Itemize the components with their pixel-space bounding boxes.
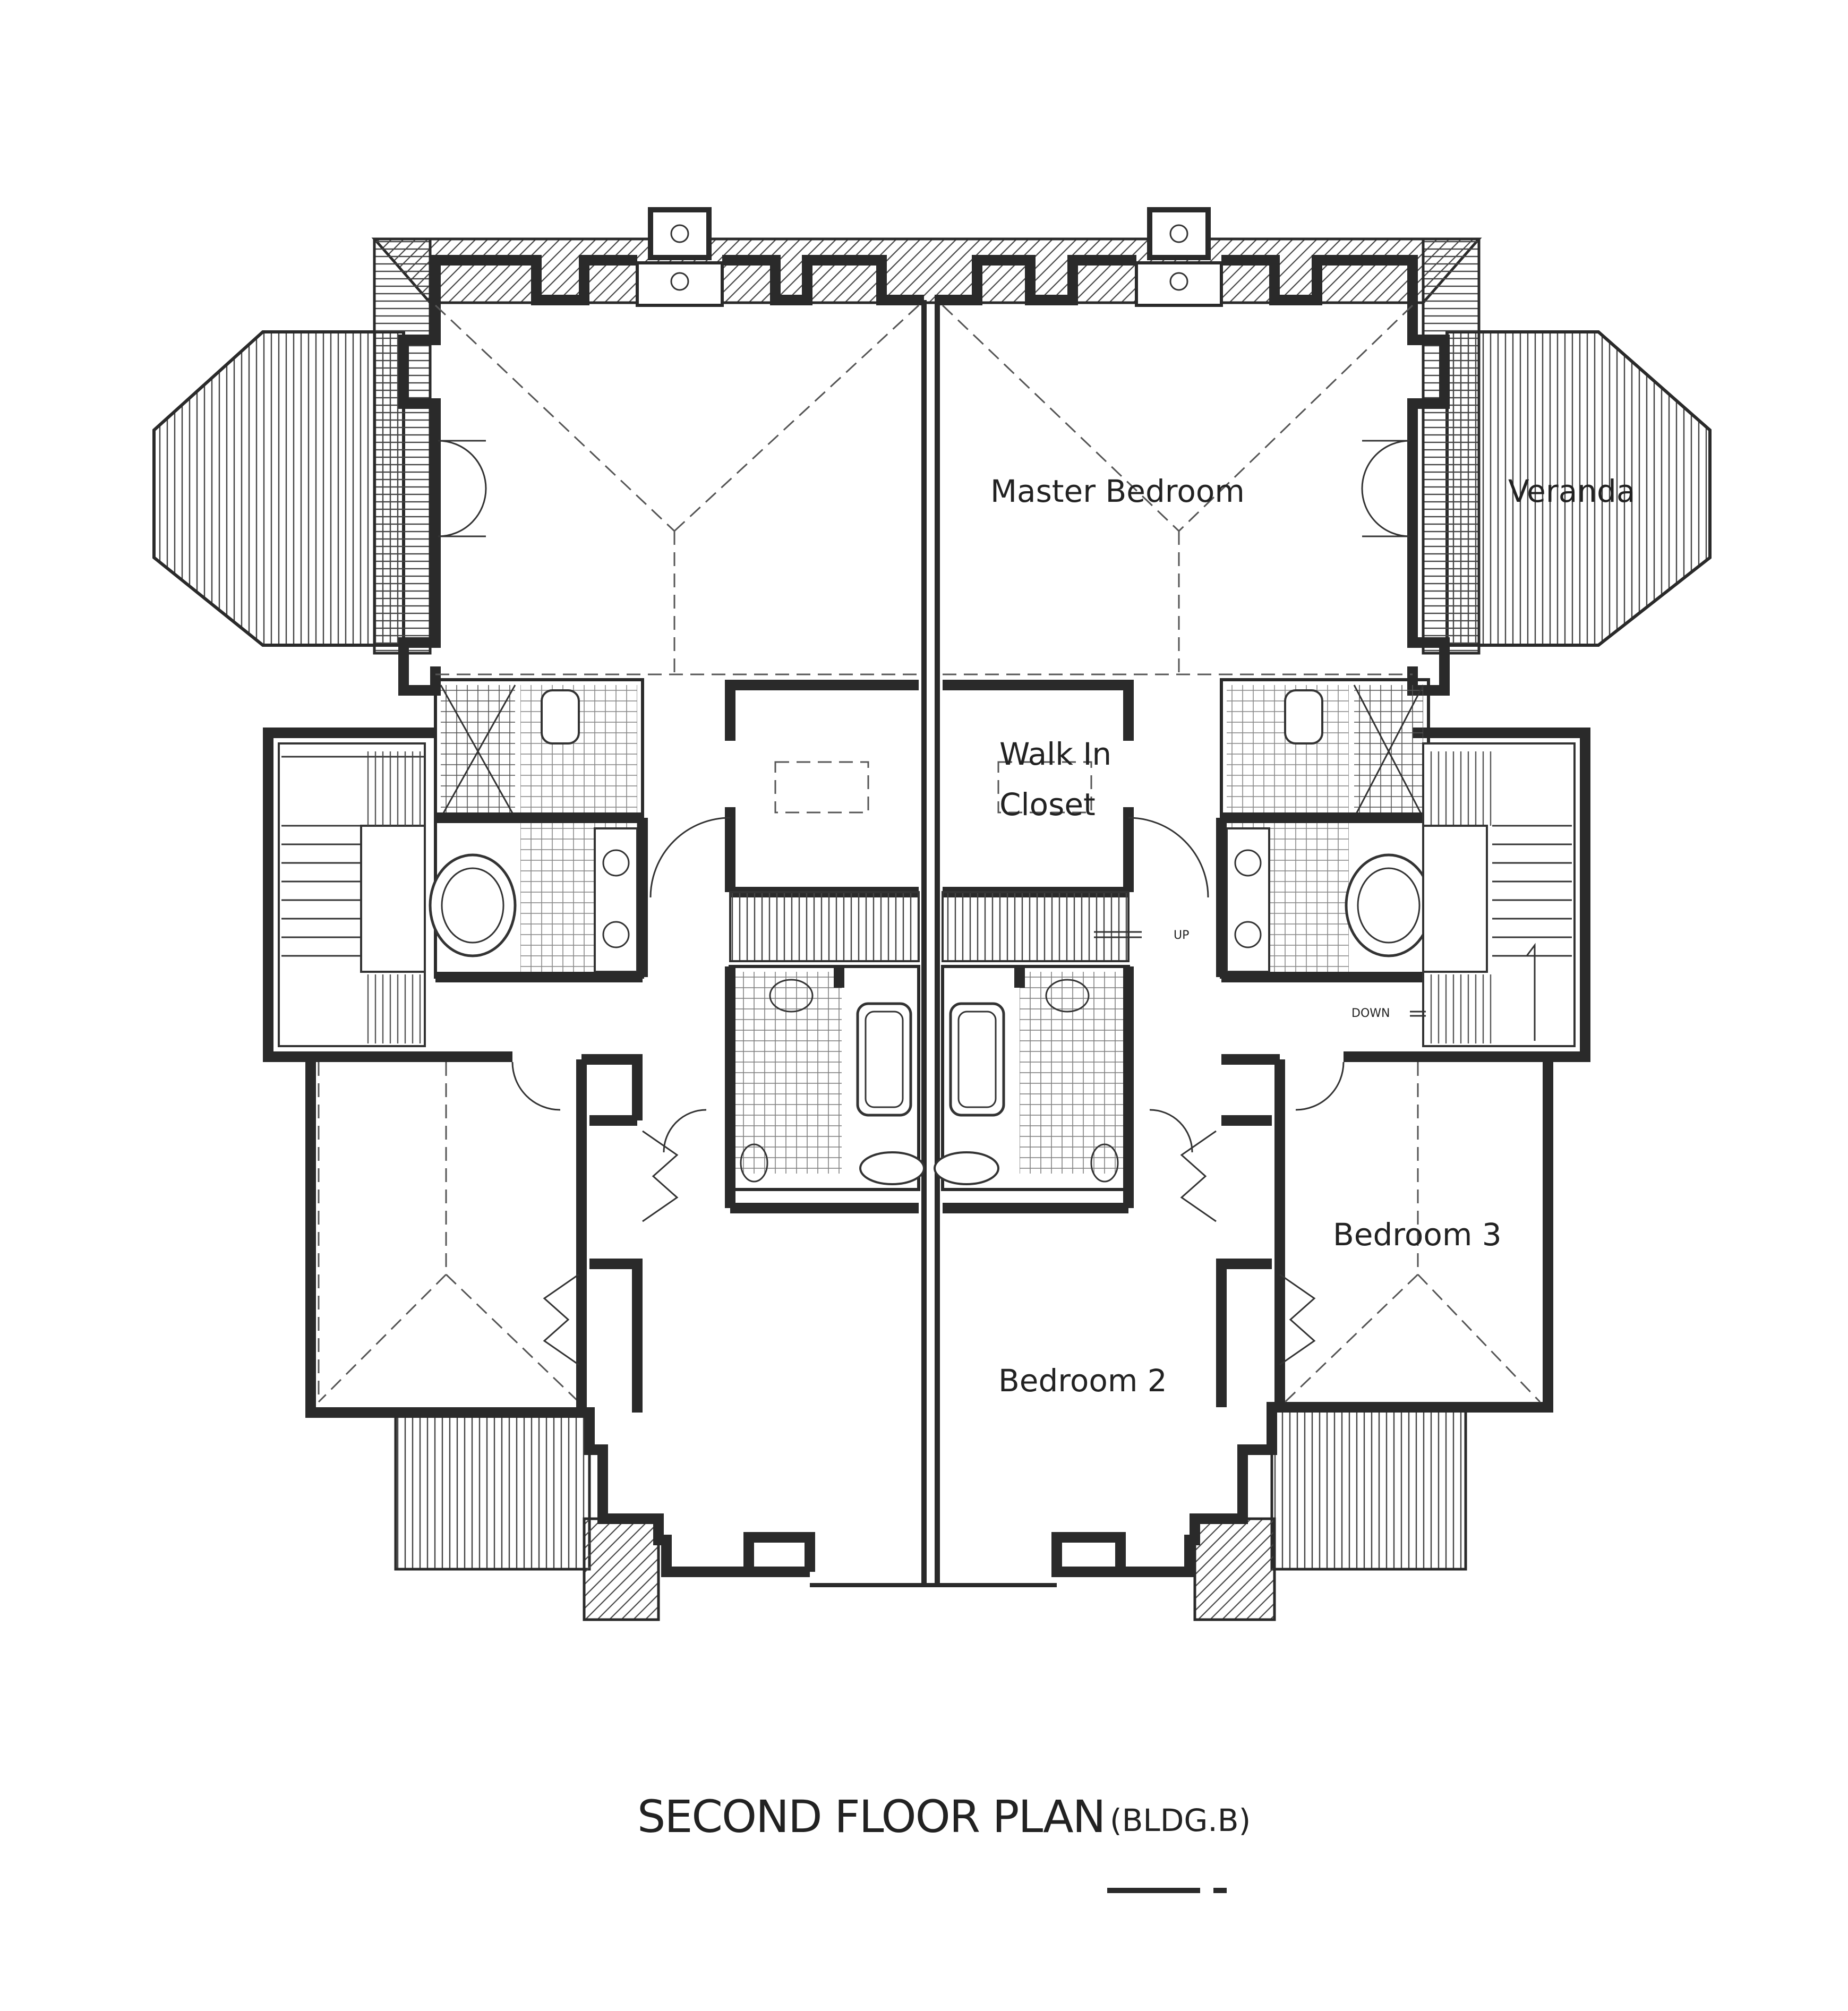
lower-interior-walls — [576, 1054, 1285, 1413]
right-hall-bath — [934, 965, 1134, 1213]
walk-in-closet-label-line1: Walk In — [999, 736, 1111, 772]
chimney-right — [1135, 207, 1223, 307]
exterior-walls — [263, 255, 1590, 1577]
chimney-left — [636, 207, 724, 307]
right-master-bath — [1216, 678, 1433, 982]
right-veranda-door — [1361, 440, 1410, 537]
stair-arrow-icon — [1410, 1011, 1426, 1017]
stair-down-label: DOWN — [1351, 1007, 1390, 1020]
master-ceiling-lines — [434, 304, 1414, 675]
bedroom3-label: Bedroom 3 — [1333, 1217, 1502, 1253]
plan-subtitle: (BLDG.B) — [1110, 1802, 1251, 1838]
plan-title: SECOND FLOOR PLAN — [637, 1791, 1105, 1843]
left-master-bath — [429, 678, 648, 982]
stair-up-label: UP — [1174, 929, 1189, 942]
master-bedroom-label: Master Bedroom — [990, 473, 1245, 509]
lower-closet-doors — [511, 1062, 1345, 1366]
left-hall-bath — [725, 965, 925, 1213]
walk-in-closets — [649, 680, 1209, 898]
bedroom3-ceiling-lines — [1284, 1062, 1541, 1403]
right-staircase — [1422, 742, 1576, 1047]
walk-in-closet-label-line2: Closet — [999, 786, 1096, 823]
left-staircase — [278, 742, 426, 1047]
central-stair — [729, 891, 1142, 962]
bottom-eave — [394, 1408, 1467, 1621]
scale-bar-icon — [1107, 1888, 1227, 1893]
bedroom2-label: Bedroom 2 — [998, 1363, 1167, 1399]
party-wall — [810, 300, 1057, 1587]
left-veranda-door — [438, 440, 487, 537]
left-veranda-deck — [152, 330, 405, 647]
bedroom2-ceiling-lines — [318, 1062, 580, 1403]
veranda-label: Veranda — [1508, 473, 1635, 509]
